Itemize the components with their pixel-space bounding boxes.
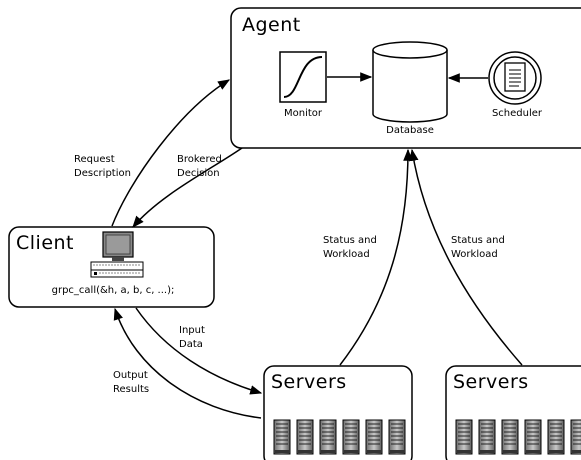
status-label-2-line1: Status and [451,235,505,246]
server-rack [273,419,406,455]
request-arrow [111,79,231,227]
request-label-line2: Description [74,168,131,179]
server-tower-icon [478,419,496,455]
server-tower-icon [296,419,314,455]
server-tower-icon [388,419,406,455]
scheduler-icon [488,51,542,105]
server-tower-icon [547,419,565,455]
monitor-icon [279,51,327,103]
status-label-2-line2: Workload [451,249,498,260]
agent-box: Agent Monitor Database Scheduler [230,7,581,149]
client-code: grpc_call(&h, a, b, c, ...); [52,285,175,296]
servers-box-2: Servers [445,365,581,460]
output-results-arrow [113,307,262,419]
servers-title-1: Servers [271,371,347,393]
scheduler-label: Scheduler [492,108,543,119]
database-icon [372,41,448,123]
input-label-line2: Data [179,339,203,350]
request-label-line1: Request [74,154,115,165]
server-tower-icon [524,419,542,455]
server-tower-icon [365,419,383,455]
status-arrow-2 [408,148,523,366]
server-tower-icon [342,419,360,455]
server-tower-icon [273,419,291,455]
agent-title: Agent [242,14,301,36]
output-label-line1: Output [113,370,148,381]
status-arrow-1 [339,148,413,366]
status-label-1-line1: Status and [323,235,377,246]
server-tower-icon [501,419,519,455]
server-tower-icon [570,419,581,455]
client-box: Client grpc_call(&h, a, b, c, ...); [8,226,215,308]
input-label-line1: Input [179,325,205,336]
output-label-line2: Results [113,384,149,395]
database-label: Database [386,125,434,136]
server-tower-icon [319,419,337,455]
client-title: Client [16,232,74,254]
server-tower-icon [455,419,473,455]
status-label-1-line2: Workload [323,249,370,260]
brokered-label-line1: Brokered [177,154,222,165]
servers-title-2: Servers [453,371,529,393]
brokered-label-line2: Decision [177,168,220,179]
server-rack [455,419,581,455]
servers-box-1: Servers [263,365,413,460]
computer-icon [90,231,144,278]
input-data-arrow [135,307,263,395]
brokered-decision-arrow [132,147,243,228]
monitor-label: Monitor [284,108,323,119]
